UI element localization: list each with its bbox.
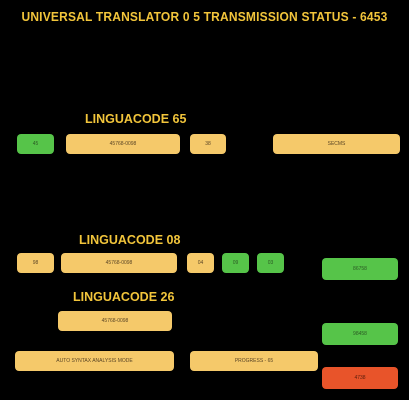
lc08-button-04[interactable]: 04 xyxy=(187,253,214,273)
lc65-secms-button[interactable]: SECMS xyxy=(273,134,400,154)
auto-syntax-analysis-button[interactable]: AUTO SYNTAX ANALYSIS MODE xyxy=(15,351,174,371)
lc08-button-09[interactable]: 09 xyxy=(222,253,249,273)
page-title: UNIVERSAL TRANSLATOR 0 5 TRANSMISSION ST… xyxy=(21,10,388,24)
side-button-86758[interactable]: 86758 xyxy=(322,258,398,280)
side-button-4738[interactable]: 4738 xyxy=(322,367,398,389)
progress-button[interactable]: PROGRESS - 65 xyxy=(190,351,318,371)
lc26-code-button[interactable]: 45768-0098 xyxy=(58,311,172,331)
linguacode-65-heading: LINGUACODE 65 xyxy=(85,112,187,126)
side-button-98458[interactable]: 98458 xyxy=(322,323,398,345)
linguacode-08-heading: LINGUACODE 08 xyxy=(79,233,181,247)
lc65-code-button[interactable]: 45768-0098 xyxy=(66,134,180,154)
lc65-button-38[interactable]: 38 xyxy=(190,134,226,154)
lc65-button-45[interactable]: 45 xyxy=(17,134,54,154)
lc08-button-03[interactable]: 03 xyxy=(257,253,284,273)
lc08-button-98[interactable]: 98 xyxy=(17,253,54,273)
linguacode-26-heading: LINGUACODE 26 xyxy=(73,290,175,304)
lc08-code-button[interactable]: 45768-0098 xyxy=(61,253,177,273)
